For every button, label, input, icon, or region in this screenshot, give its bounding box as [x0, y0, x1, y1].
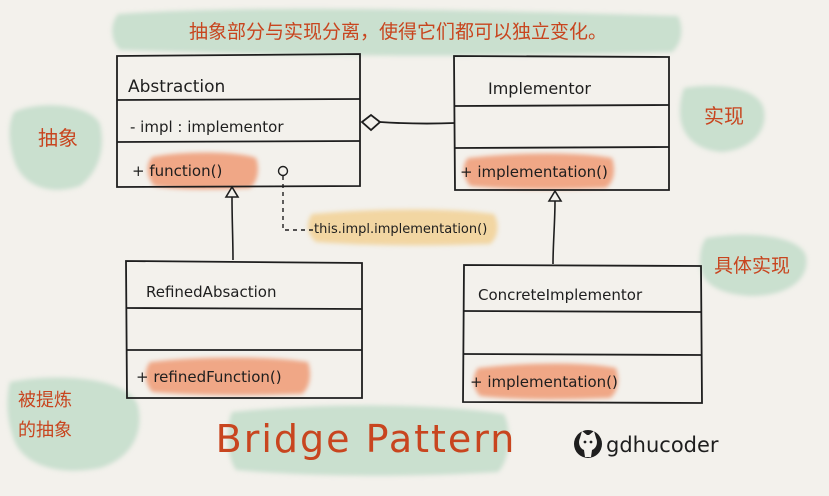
- class-refined-abstraction: [125, 260, 363, 399]
- label-refined-abstraction-wrap: 被提炼的抽象: [18, 390, 72, 441]
- label-concrete-implementation: 具体实现: [714, 255, 790, 277]
- class-abstraction: [116, 53, 361, 188]
- label-abstraction: 抽象: [38, 126, 78, 150]
- author-handle: gdhucoder: [606, 433, 719, 457]
- note-anchor-circle: [277, 165, 289, 177]
- refined-abstraction-class-name: RefinedAbsaction: [146, 283, 276, 301]
- class-concrete-implementor: [462, 264, 703, 404]
- abstraction-field-impl: - impl : implementor: [130, 118, 284, 136]
- inheritance-arrow-implementor: [547, 189, 563, 265]
- refined-abstraction-method: + refinedFunction(): [136, 368, 282, 386]
- orange-wash-highlights: [145, 152, 618, 400]
- banner-text: 抽象部分与实现分离，使得它们都可以独立变化。: [189, 21, 607, 43]
- note-text: this.impl.implementation(): [314, 222, 487, 237]
- label-implementation: 实现: [704, 104, 744, 128]
- abstraction-method-function: + function(): [132, 162, 222, 180]
- abstraction-class-name: Abstraction: [128, 77, 225, 97]
- aggregation-line: [379, 121, 456, 125]
- yellow-wash-highlight: [307, 209, 498, 246]
- note-dashed-line: [282, 176, 313, 231]
- green-wash-highlights: [7, 8, 807, 476]
- aggregation-diamond: [360, 113, 382, 132]
- concrete-implementor-method: + implementation(): [470, 373, 618, 391]
- inheritance-arrow-abstraction: [224, 185, 240, 261]
- diagram-title: Bridge Pattern: [216, 417, 517, 461]
- implementor-method-implementation: + implementation(): [460, 163, 608, 181]
- github-octocat-icon: [574, 430, 602, 458]
- concrete-implementor-class-name: ConcreteImplementor: [478, 286, 643, 304]
- implementor-class-name: Implementor: [488, 79, 591, 98]
- class-implementor: [453, 55, 670, 191]
- note-connector: [277, 165, 313, 231]
- label-refined-abstraction: 被提炼的抽象: [18, 390, 72, 441]
- aggregation-connector: [360, 113, 456, 132]
